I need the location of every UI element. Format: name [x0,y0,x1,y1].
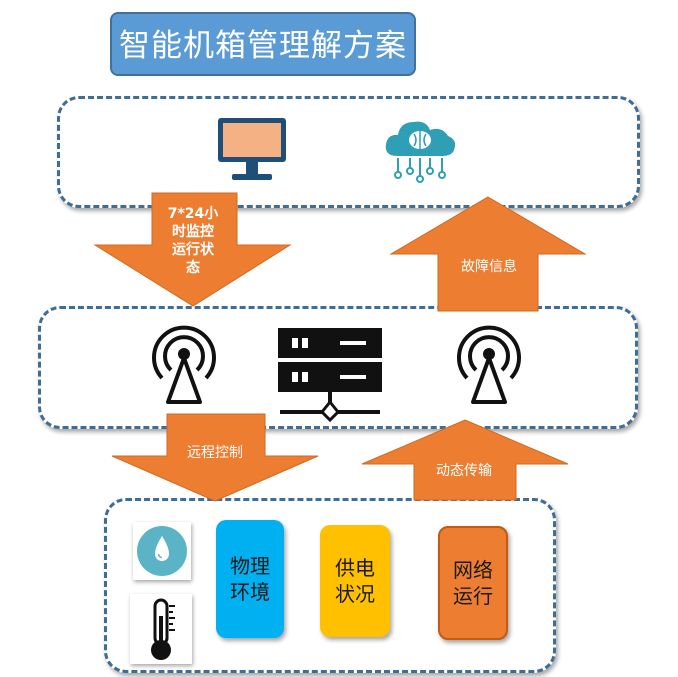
dynamic-arrow-label: 动态传输 [436,463,492,479]
remote-down-arrow [111,413,319,502]
water-drop-icon [137,526,187,576]
fault-arrow-label: 故障信息 [461,259,517,275]
power-status-card: 供电 状况 [320,525,390,637]
cloud-platform-panel [57,96,640,208]
page-title: 智能机箱管理解方案 [110,12,416,76]
fault-up-arrow [389,196,587,312]
monitor-down-arrow [93,192,292,307]
wireless-antenna-icon [457,325,521,404]
cloud-brain-icon [385,121,456,183]
network-status-card: 网络 运行 [438,526,508,640]
physical-environment-card: 物理 环境 [216,520,284,638]
thermometer-tile [130,594,192,664]
monitor-arrow-label: 7*24小 时监控 运行状 态 [167,206,219,276]
thermometer-icon [151,598,175,660]
remote-arrow-label: 远程控制 [187,445,243,461]
water-drop-tile [133,522,191,580]
wireless-antenna-icon [152,325,216,404]
server-network-icon [278,328,382,423]
dynamic-up-arrow [361,419,569,501]
computer-monitor-icon [218,118,286,180]
